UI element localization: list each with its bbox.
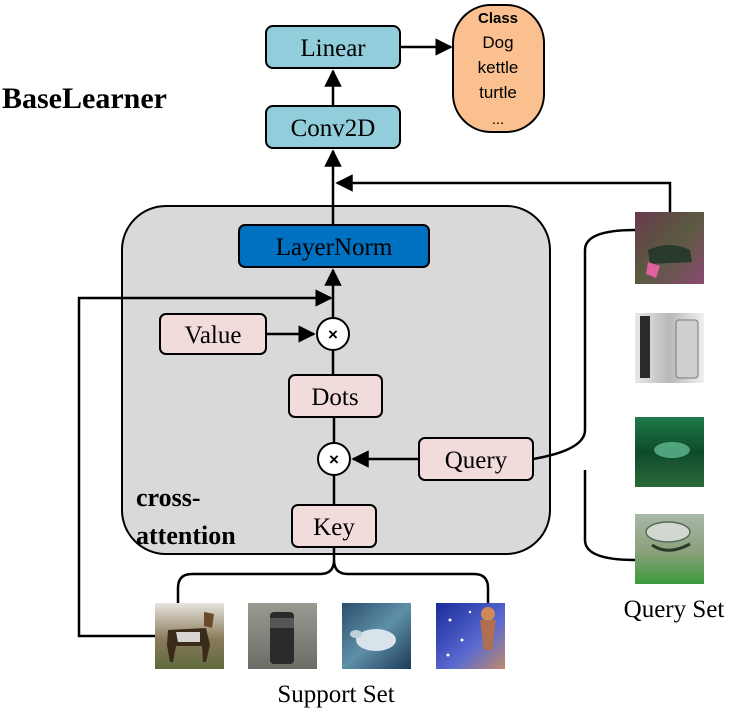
conv2d-label: Conv2D	[291, 115, 376, 142]
support-image-turtle	[342, 603, 411, 669]
support-image-underwater-person	[436, 603, 505, 669]
query-label: Query	[445, 447, 508, 474]
connectors	[77, 38, 672, 638]
value-label: Value	[185, 322, 242, 349]
query-image-dog	[635, 212, 704, 284]
layernorm-label: LayerNorm	[276, 234, 393, 261]
support-image-dog	[155, 603, 224, 669]
query-image-turtle	[635, 417, 704, 487]
query-set-label: Query Set	[624, 596, 725, 623]
class-item: turtle	[479, 83, 517, 102]
support-set-label: Support Set	[277, 681, 394, 708]
arrow-query-image-skip	[335, 174, 672, 212]
diagram-title: BaseLearner	[2, 82, 167, 115]
cross-attention-label-line1: cross-	[136, 483, 201, 512]
dots-label: Dots	[311, 384, 358, 411]
support-image-kettle	[248, 603, 317, 669]
class-header: Class	[478, 10, 518, 27]
support-bracket	[176, 547, 490, 605]
linear-label: Linear	[300, 35, 366, 62]
arrow-support-skip	[77, 289, 333, 638]
class-item: kettle	[478, 58, 519, 77]
class-box	[452, 4, 545, 133]
cross-attention-label-line2: attention	[136, 521, 236, 550]
query-bracket	[532, 228, 636, 562]
class-item: ...	[492, 111, 505, 128]
class-item: Dog	[482, 33, 513, 52]
query-image-underwater	[635, 514, 704, 584]
key-label: Key	[313, 514, 355, 541]
dots-block	[288, 374, 383, 418]
multiply-symbol-bottom: ×	[329, 450, 339, 469]
query-image-kettle	[635, 313, 704, 383]
multiply-symbol-top: ×	[328, 325, 338, 344]
